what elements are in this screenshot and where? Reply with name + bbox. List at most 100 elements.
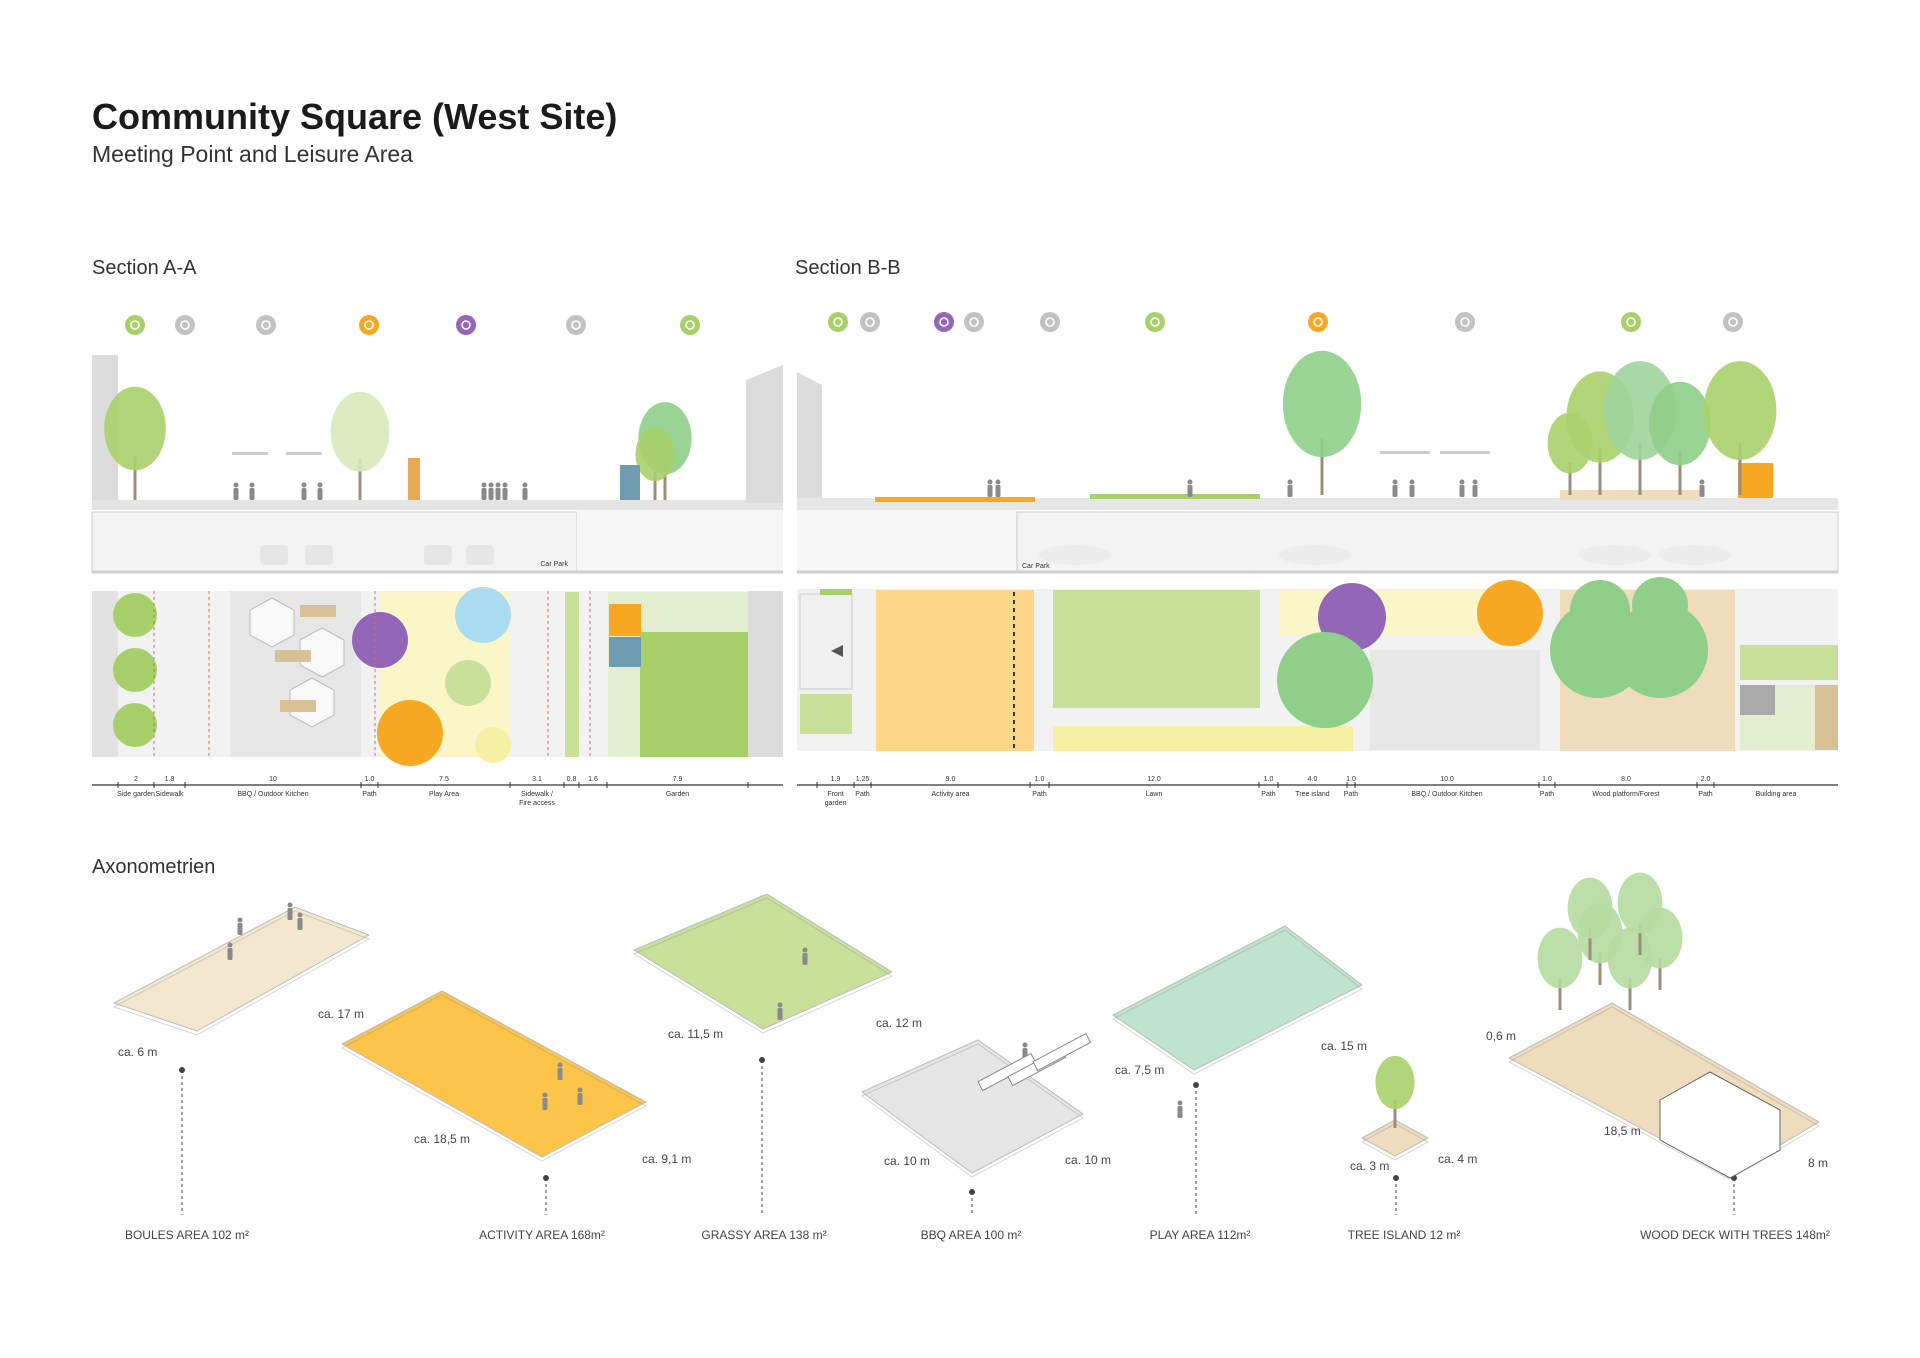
person-head <box>995 479 1001 485</box>
section-b-dimension-value: 12.0 <box>1147 776 1161 783</box>
section-b-dimension-value: 1.0 <box>1264 776 1274 783</box>
section-b-dimension-label: Wood platform/Forest <box>1592 791 1659 798</box>
umbrella <box>1440 451 1490 454</box>
person-head <box>1459 479 1465 485</box>
tree-icon-glyph <box>833 317 843 327</box>
section-b-title: Section B-B <box>795 257 901 279</box>
picnic-table-icon <box>256 315 276 335</box>
section-b-dimension-value: 1.0 <box>1035 776 1045 783</box>
plan-play-green <box>445 660 491 706</box>
tree-crown <box>104 386 166 471</box>
axo-activity-dimension: ca. 18,5 m <box>414 1132 470 1146</box>
section-a-dimension-label: Path <box>362 791 377 798</box>
parked-car <box>466 545 494 565</box>
person-body <box>301 488 307 500</box>
plan-lawn-path <box>1053 726 1353 751</box>
tree-crown <box>1703 361 1777 460</box>
plan-building-grey <box>1740 685 1775 715</box>
person-head <box>1699 479 1705 485</box>
section-a-dimension-value: 7.5 <box>439 776 449 783</box>
tree-trunk <box>358 458 362 500</box>
person-head <box>233 482 239 488</box>
plan-tree-island <box>1277 632 1373 728</box>
pedestrian-icon <box>860 312 880 332</box>
crown-icon <box>1145 312 1165 332</box>
underground <box>577 510 783 572</box>
axo-boules-label: BOULES AREA 102 m² <box>124 1228 250 1242</box>
section-b-dimension-label: Lawn <box>1146 791 1163 798</box>
section-b-dimension-value: 10.0 <box>1440 776 1454 783</box>
axo-activity-edge <box>340 994 648 1162</box>
section-b-dimension-value: 9.0 <box>946 776 956 783</box>
pedestrian-icon-glyph <box>180 320 190 330</box>
axo-grassy-dimension: ca. 12 m <box>876 1016 922 1030</box>
ball-icon-glyph <box>1313 317 1323 327</box>
playground-icon <box>456 315 476 335</box>
ball-icon-glyph <box>364 320 374 330</box>
picnic-table-icon <box>1455 312 1475 332</box>
person-head <box>1287 479 1293 485</box>
section-b-dimension-label: Path <box>1540 791 1555 798</box>
tree-trunk <box>663 462 667 500</box>
playground-icon-glyph <box>939 317 949 327</box>
axo-boules <box>112 906 371 1215</box>
tree-icon-glyph <box>685 320 695 330</box>
person-head <box>1177 1100 1183 1106</box>
tree-trunk <box>1598 447 1602 495</box>
tree-crown <box>1282 350 1362 458</box>
plan-garden-orange <box>609 604 641 636</box>
axo-play-surface <box>1112 925 1363 1071</box>
person-body <box>481 488 487 500</box>
tree-icon <box>125 315 145 335</box>
plan-activity-area <box>876 590 1034 751</box>
section-b-dimension-label: Building area <box>1756 791 1797 798</box>
axo-activity-label: ACTIVITY AREA 168m² <box>479 1228 605 1242</box>
axo-boules-dimension: ca. 6 m <box>118 1045 157 1059</box>
person-head <box>802 947 808 953</box>
axo-play-edge <box>1112 929 1363 1075</box>
pedestrian-icon-glyph <box>865 317 875 327</box>
pedestrian-icon <box>1040 312 1060 332</box>
person-body <box>227 948 233 960</box>
axo-grassy-surface <box>632 893 894 1030</box>
axo-grassy-label: GRASSY AREA 138 m² <box>701 1228 827 1242</box>
section-b-dimension-label: Path <box>855 791 870 798</box>
person-head <box>522 482 528 488</box>
section-a-title: Section A-A <box>92 257 197 279</box>
person-head <box>1022 1042 1028 1048</box>
pedestrian-icon <box>964 312 984 332</box>
person-head <box>287 902 293 908</box>
person-body <box>542 1098 548 1110</box>
axo-activity-surface <box>340 990 648 1158</box>
axo-tree-island-surface <box>1360 1119 1430 1157</box>
tree-icon <box>680 315 700 335</box>
plan-garden-blue <box>609 637 641 667</box>
plan-tree <box>113 593 157 637</box>
ground-slab <box>92 500 783 510</box>
section-b-dimension-value: 1.0 <box>1542 776 1552 783</box>
axo-wood-deck-dimension: 8 m <box>1808 1156 1828 1170</box>
person-head <box>502 482 508 488</box>
section-a-dimension-label: Side garden <box>117 791 155 798</box>
section-a-dimension-label: Sidewalk <box>155 791 184 798</box>
plan-garden-lawn <box>640 632 748 757</box>
pedestrian-icon-glyph <box>1728 317 1738 327</box>
plan-table <box>275 650 311 662</box>
person-head <box>297 912 303 918</box>
plan-table <box>280 700 316 712</box>
pedestrian-icon <box>175 315 195 335</box>
plan-play-orange <box>377 700 443 766</box>
tree-crown <box>1649 381 1711 466</box>
plan-front-garden <box>799 593 853 690</box>
plan-play-purple <box>352 612 408 668</box>
tree-icon-glyph <box>130 320 140 330</box>
person-head <box>317 482 323 488</box>
axo-grassy-edge <box>632 897 894 1034</box>
section-a-dimension-value: 1.6 <box>588 776 598 783</box>
axo-tree-island <box>1360 1119 1430 1215</box>
tree-trunk <box>1678 451 1682 495</box>
plan-orange-circle <box>1477 580 1543 646</box>
plan-play-blue <box>455 587 511 643</box>
person-body <box>557 1068 563 1080</box>
